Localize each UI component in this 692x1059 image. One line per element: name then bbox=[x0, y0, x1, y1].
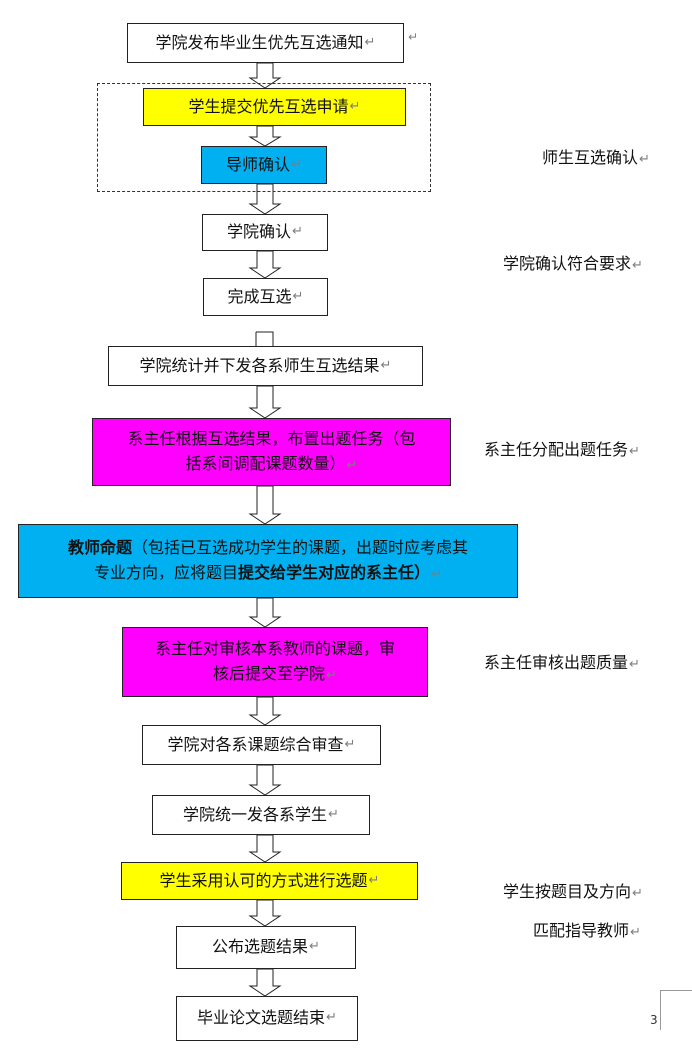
step-assign-tasks-line1: 系主任根据互选结果，布置出题任务（包 bbox=[127, 429, 416, 449]
step-college-confirm: 学院确认↵ bbox=[202, 214, 328, 251]
step-student-select: 学生采用认可的方式进行选题↵ bbox=[121, 862, 418, 900]
step-teacher-proposal-bold2: 提交给学生对应的系主任） bbox=[238, 563, 431, 582]
step-publish-notice-text: 学院发布毕业生优先互选通知 bbox=[155, 32, 364, 52]
step-head-review-line2: 核后提交至学院 bbox=[213, 664, 326, 683]
step-head-review-line1: 系主任对审核本系教师的课题，审 bbox=[154, 639, 395, 659]
down-arrow-4 bbox=[248, 250, 282, 279]
mutual-selection-group bbox=[97, 83, 431, 192]
connector-line bbox=[255, 331, 274, 346]
note-mutual-confirm: 师生互选确认↵ bbox=[542, 148, 650, 167]
down-arrow-6 bbox=[248, 485, 282, 525]
step-teacher-proposal: 教师命题（包括已互选成功学生的课题，出题时应考虑其 专业方向，应将题目提交给学生… bbox=[18, 524, 518, 598]
down-arrow-2 bbox=[248, 125, 282, 147]
down-arrow-7 bbox=[248, 597, 282, 628]
step-distribute-results-text: 学院统计并下发各系师生互选结果 bbox=[139, 355, 380, 375]
note-head-assigns: 系主任分配出题任务↵ bbox=[484, 440, 640, 459]
step-complete-selection: 完成互选↵ bbox=[203, 278, 328, 316]
step-complete-selection-text: 完成互选 bbox=[227, 286, 292, 306]
note-college-meets-requirements: 学院确认符合要求↵ bbox=[503, 254, 643, 273]
note-student-match-line1: 学生按题目及方向↵ bbox=[503, 882, 643, 901]
note-head-reviews-quality: 系主任审核出题质量↵ bbox=[484, 653, 640, 672]
step-finish-text: 毕业论文选题结束 bbox=[197, 1008, 326, 1028]
step-distribute-results: 学院统计并下发各系师生互选结果↵ bbox=[108, 346, 423, 386]
step-publish-notice: 学院发布毕业生优先互选通知↵ bbox=[127, 23, 404, 63]
step-head-review: 系主任对审核本系教师的课题，审 核后提交至学院↵ bbox=[122, 627, 428, 697]
page-corner-mark bbox=[660, 990, 692, 1030]
step-assign-tasks-line2: 括系间调配课题数量） bbox=[185, 454, 346, 473]
step-publish-results: 公布选题结果↵ bbox=[176, 926, 356, 969]
step-finish: 毕业论文选题结束↵ bbox=[176, 996, 358, 1041]
down-arrow-9 bbox=[248, 764, 282, 796]
page-number: 3 bbox=[650, 1013, 658, 1027]
step-distribute-students-text: 学院统一发各系学生 bbox=[183, 804, 328, 824]
step-college-review-text: 学院对各系课题综合审查 bbox=[167, 734, 344, 754]
step-publish-results-text: 公布选题结果 bbox=[212, 937, 309, 957]
step-advisor-confirm: 导师确认↵ bbox=[201, 146, 327, 184]
down-arrow-12 bbox=[248, 968, 282, 997]
down-arrow-5 bbox=[248, 385, 282, 419]
down-arrow-10 bbox=[248, 834, 282, 863]
step-college-review: 学院对各系课题综合审查↵ bbox=[142, 725, 381, 765]
step-assign-tasks: 系主任根据互选结果，布置出题任务（包 括系间调配课题数量）↵ bbox=[92, 418, 451, 486]
step-college-confirm-text: 学院确认 bbox=[227, 222, 292, 242]
step-teacher-proposal-text2: 专业方向，应将题目 bbox=[94, 563, 239, 582]
down-arrow-11 bbox=[248, 899, 282, 927]
step-student-apply: 学生提交优先互选申请↵ bbox=[143, 88, 406, 126]
step-teacher-proposal-text1: （包括已互选成功学生的课题，出题时应考虑其 bbox=[132, 538, 469, 558]
note-student-match-line2: 匹配指导教师↵ bbox=[533, 921, 641, 940]
return-mark: ↵ bbox=[408, 30, 419, 44]
step-teacher-proposal-bold: 教师命题 bbox=[67, 538, 132, 558]
step-student-select-text: 学生采用认可的方式进行选题 bbox=[159, 870, 368, 890]
step-distribute-students: 学院统一发各系学生↵ bbox=[152, 795, 370, 835]
step-student-apply-text: 学生提交优先互选申请 bbox=[188, 96, 349, 116]
down-arrow-8 bbox=[248, 696, 282, 726]
step-advisor-confirm-text: 导师确认 bbox=[226, 154, 291, 174]
